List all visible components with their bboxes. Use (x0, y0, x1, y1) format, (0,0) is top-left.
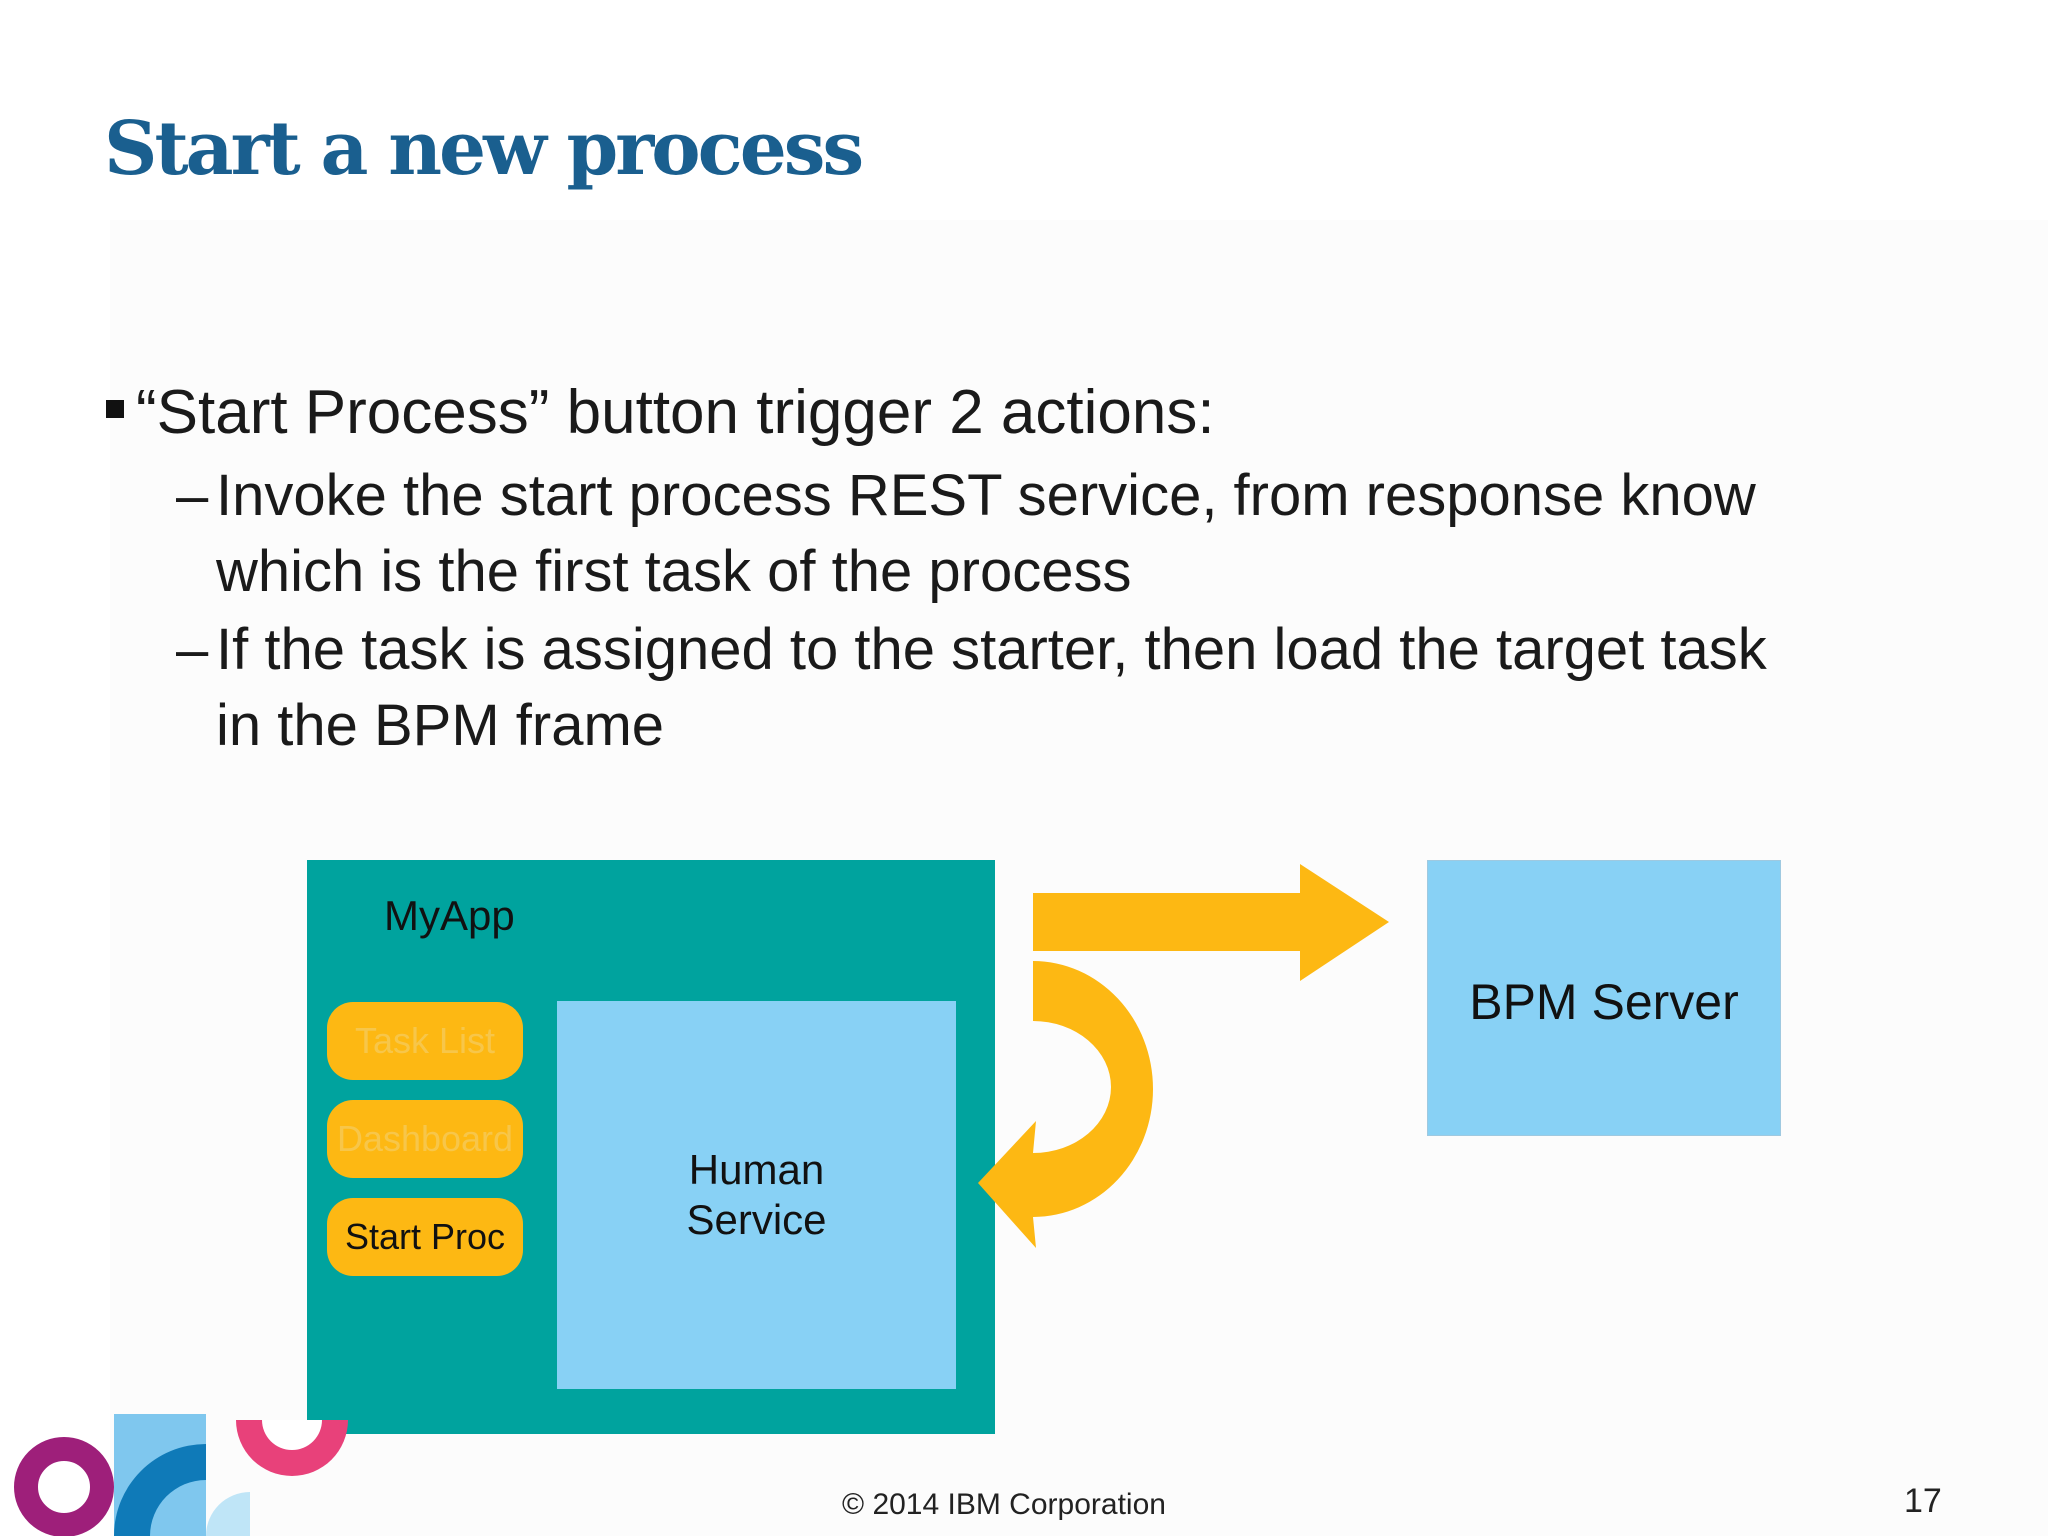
bullet-text: “Start Process” button trigger 2 actions… (136, 378, 1215, 447)
dashboard-button[interactable]: Dashboard (327, 1100, 523, 1178)
bpm-server-label: BPM Server (1469, 974, 1739, 1030)
page-number: 17 (1904, 1482, 1942, 1520)
request-arrow-icon (1033, 864, 1389, 981)
start-proc-button[interactable]: Start Proc (327, 1198, 523, 1276)
corner-logo-graphic (14, 1414, 348, 1536)
dash-icon: – (176, 617, 209, 682)
subbullet-2-line-1: If the task is assigned to the starter, … (216, 617, 1767, 682)
response-arrow-icon (978, 961, 1153, 1248)
bpm-server-box: BPM Server (1427, 860, 1781, 1136)
subbullet-1-line-1: Invoke the start process REST service, f… (216, 463, 1756, 528)
human-service-line-2: Service (686, 1196, 827, 1243)
footer-copyright: © 2014 IBM Corporation (842, 1488, 1166, 1521)
bullet-square-icon (106, 400, 124, 418)
human-service-panel: Human Service (557, 1001, 956, 1389)
task-list-button[interactable]: Task List (327, 1002, 523, 1080)
human-service-line-1: Human (688, 1146, 825, 1193)
subbullet-1-line-2: which is the first task of the process (216, 539, 1132, 604)
subbullet-2-line-2: in the BPM frame (216, 693, 665, 758)
dash-icon: – (176, 463, 209, 528)
myapp-label: MyApp (384, 892, 515, 939)
slide-title: Start a new process (104, 106, 864, 192)
